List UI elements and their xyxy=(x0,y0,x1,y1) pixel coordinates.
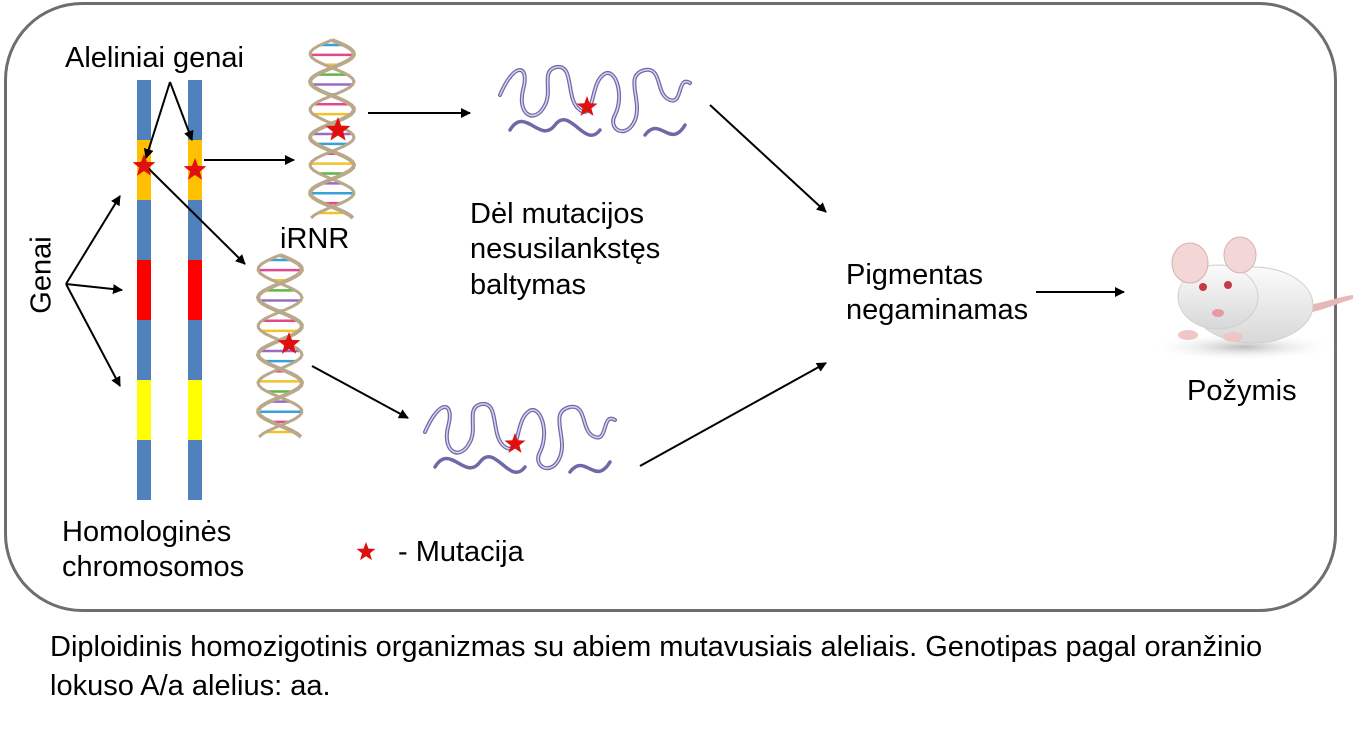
label-pigmentas: Pigmentas negaminamas xyxy=(846,258,1028,329)
label-irnr: iRNR xyxy=(280,223,350,255)
red-star-icon xyxy=(183,158,207,180)
chromosome-segment xyxy=(137,380,151,440)
homologines-line: Homologinės xyxy=(62,516,232,548)
rna-backbone xyxy=(255,253,305,439)
chromosome-segment xyxy=(137,260,151,320)
chromosome-segment xyxy=(188,200,202,260)
white-mouse-icon xyxy=(1148,236,1353,361)
rna-helix-icon xyxy=(255,253,305,439)
chromosome-segment xyxy=(188,80,202,140)
rna-backbone xyxy=(307,38,357,220)
caption: Diploidinis homozigotinis organizmas su … xyxy=(50,631,1263,702)
chromosome-segment xyxy=(137,440,151,500)
misfolded-protein-icon xyxy=(423,402,617,474)
pigmentas-line: negaminamas xyxy=(846,294,1029,327)
red-star-icon xyxy=(277,332,301,354)
chromosome-left xyxy=(137,80,151,500)
chromosome-segment xyxy=(188,380,202,440)
protein-note-line: Dėl mutacijos xyxy=(470,198,645,230)
red-star-icon xyxy=(576,96,598,116)
red-star-icon xyxy=(356,542,376,561)
chromosome-segment xyxy=(188,260,202,320)
protein-note-line: nesusilankstęs xyxy=(470,233,661,266)
rna-helix-icon xyxy=(307,38,357,220)
misfolded-protein-icon xyxy=(498,65,692,137)
red-star-icon xyxy=(132,154,156,176)
chromosome-segment xyxy=(137,320,151,380)
chromosome-segment xyxy=(137,80,151,140)
mutation-stars xyxy=(132,96,598,561)
red-star-icon xyxy=(325,117,351,141)
label-homologines: Homologinės chromosomos xyxy=(62,515,244,586)
chromosome-right xyxy=(188,80,202,500)
arrows xyxy=(65,81,1125,467)
label-aleliniai-genai: Aleliniai genai xyxy=(65,42,244,74)
chromosome-segment xyxy=(188,440,202,500)
diagram-frame xyxy=(4,2,1337,612)
pigmentas-line: Pigmentas xyxy=(846,259,984,291)
protein-note-line: baltymas xyxy=(470,268,587,301)
label-genai: Genai xyxy=(25,236,58,314)
label-pozymis: Požymis xyxy=(1187,375,1297,407)
chromosome-segment xyxy=(137,200,151,260)
red-star-icon xyxy=(504,433,526,453)
homologines-line: chromosomos xyxy=(62,551,245,584)
label-protein-note: Dėl mutacijos nesusilankstęs baltymas xyxy=(470,197,660,303)
label-mutacija-legend: - Mutacija xyxy=(398,536,524,568)
chromosome-segment xyxy=(188,320,202,380)
